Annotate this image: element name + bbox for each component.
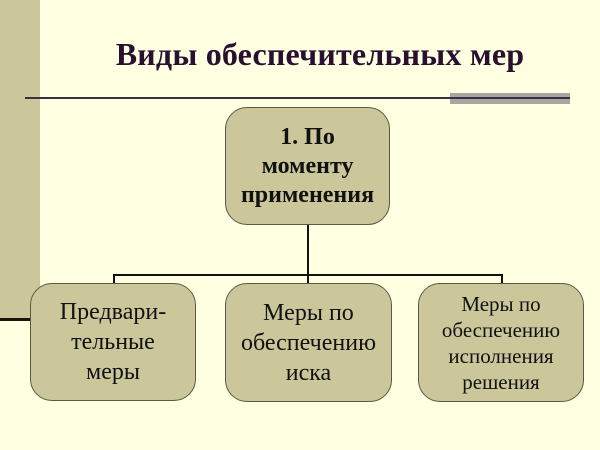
root-node-line: применения	[240, 181, 375, 208]
child-node-claim-security: Меры по обеспечению иска	[225, 283, 392, 402]
node-line: решения	[462, 369, 540, 394]
node-line: Предвари-	[59, 299, 167, 325]
left-decorative-line	[0, 318, 32, 321]
left-decorative-bar	[0, 0, 40, 320]
child-node-judgment-enforcement: Меры по обеспечению исполнения решения	[418, 283, 584, 402]
node-line: обеспечению	[240, 329, 377, 356]
connector-root-down	[307, 225, 309, 276]
connector-child-1	[113, 274, 115, 284]
child-node-preliminary: Предвари- тельные меры	[30, 283, 196, 401]
node-line: тельные	[71, 329, 155, 355]
slide-title: Виды обеспечительных мер	[115, 36, 525, 72]
root-node-line: моменту	[261, 152, 354, 179]
root-node-line: 1. По	[280, 123, 335, 150]
title-underline	[25, 97, 570, 99]
node-line: Меры по	[461, 291, 541, 316]
node-line: исполнения	[448, 343, 554, 368]
connector-child-3	[501, 274, 503, 284]
node-line: Меры по	[263, 299, 354, 326]
title-accent-bar	[450, 93, 570, 104]
node-line: меры	[86, 359, 140, 385]
node-line: обеспечению	[441, 317, 561, 342]
connector-child-2	[307, 274, 309, 284]
node-line: иска	[285, 359, 332, 386]
root-node: 1. По моменту применения	[225, 107, 390, 225]
